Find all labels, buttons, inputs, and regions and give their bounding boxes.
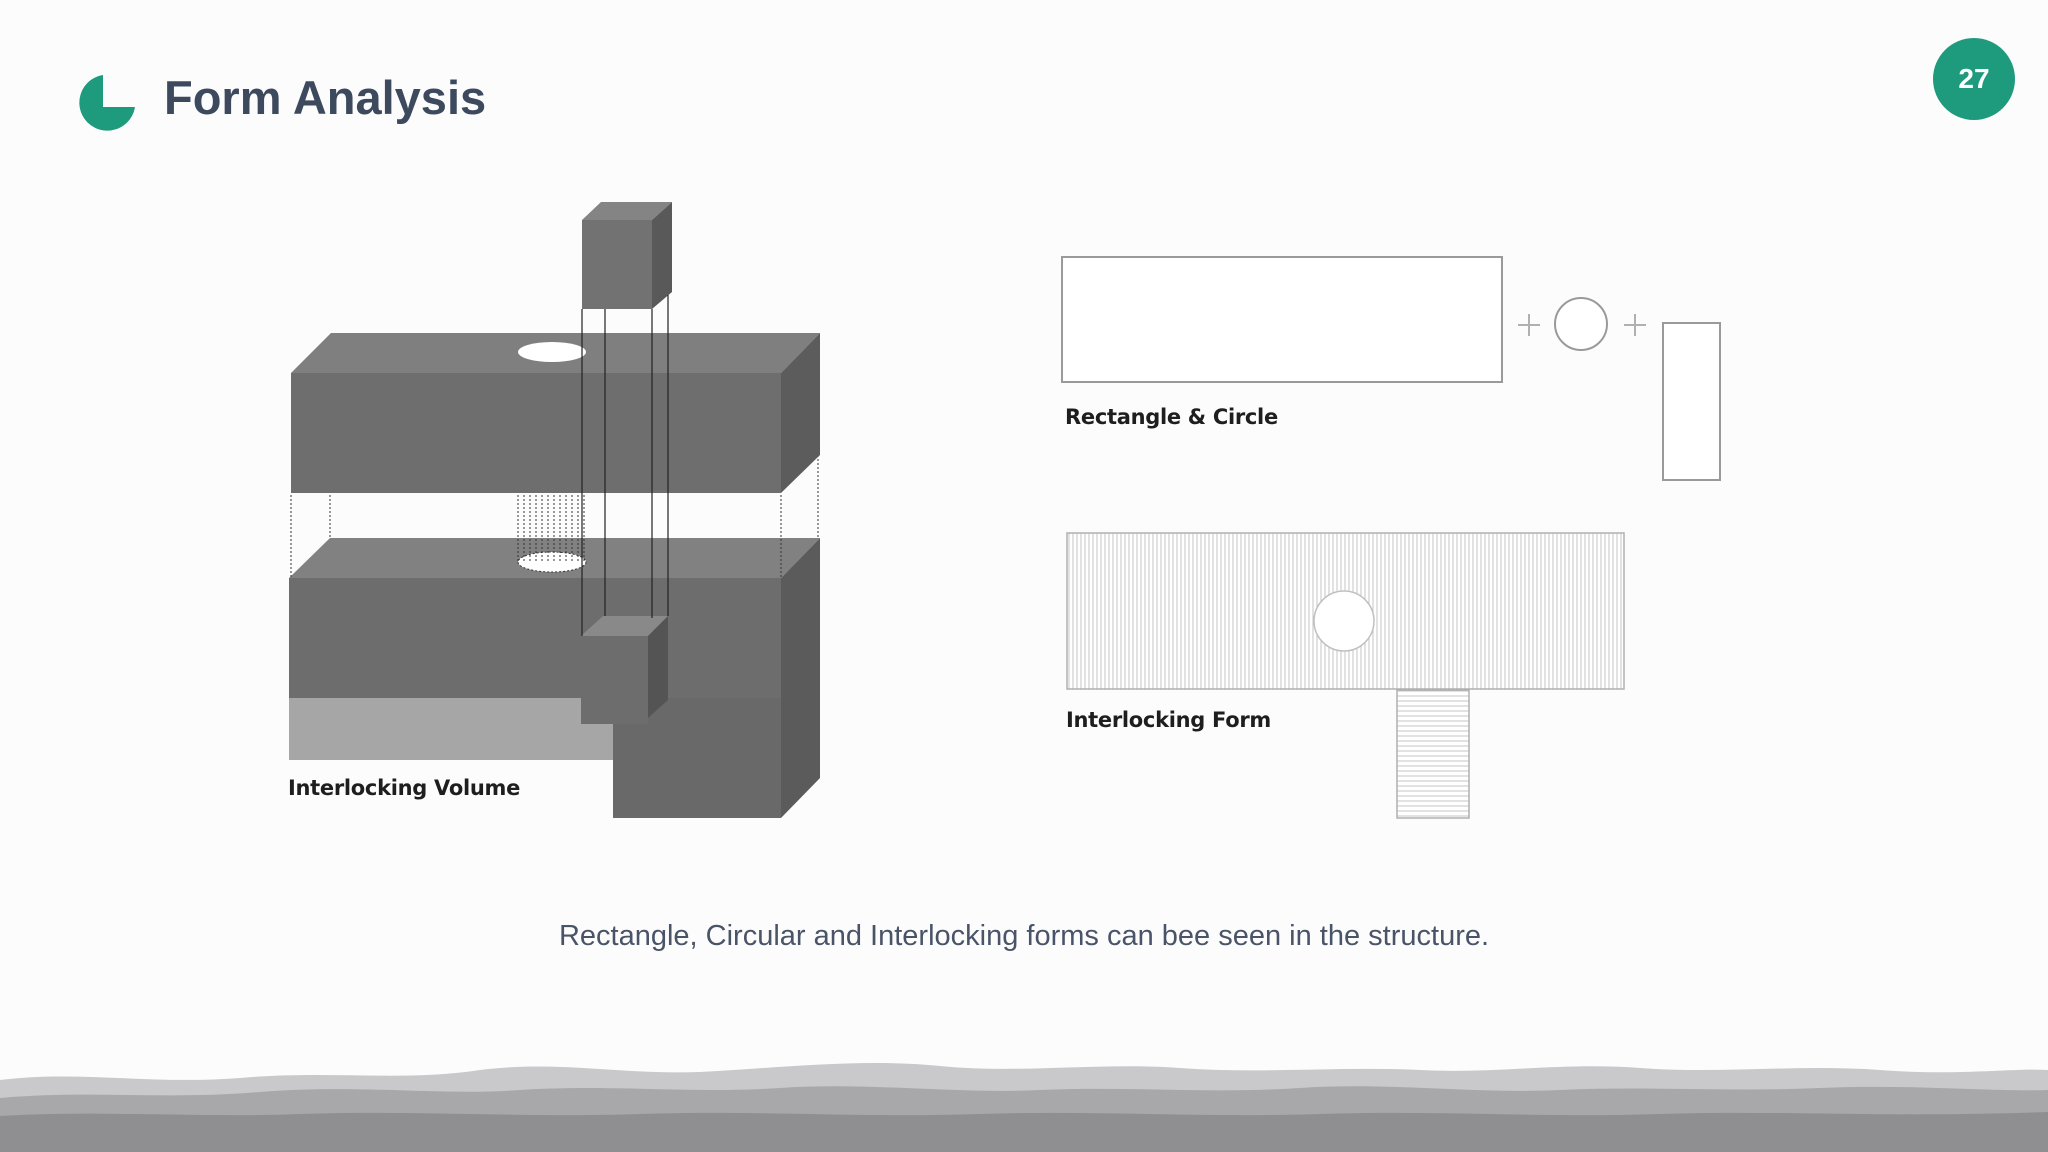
interlocking-form-label: Interlocking Form	[1066, 708, 1271, 732]
pie-chart-icon	[79, 75, 135, 131]
page-title: Form Analysis	[164, 71, 487, 124]
mountain-footer-decoration	[0, 1062, 2048, 1152]
slide-caption: Rectangle, Circular and Interlocking for…	[558, 920, 1490, 952]
rectangle-circle-label: Rectangle & Circle	[1065, 405, 1278, 429]
interlocking-volume-label: Interlocking Volume	[288, 776, 521, 800]
page-number-badge: 27	[1933, 38, 2015, 120]
